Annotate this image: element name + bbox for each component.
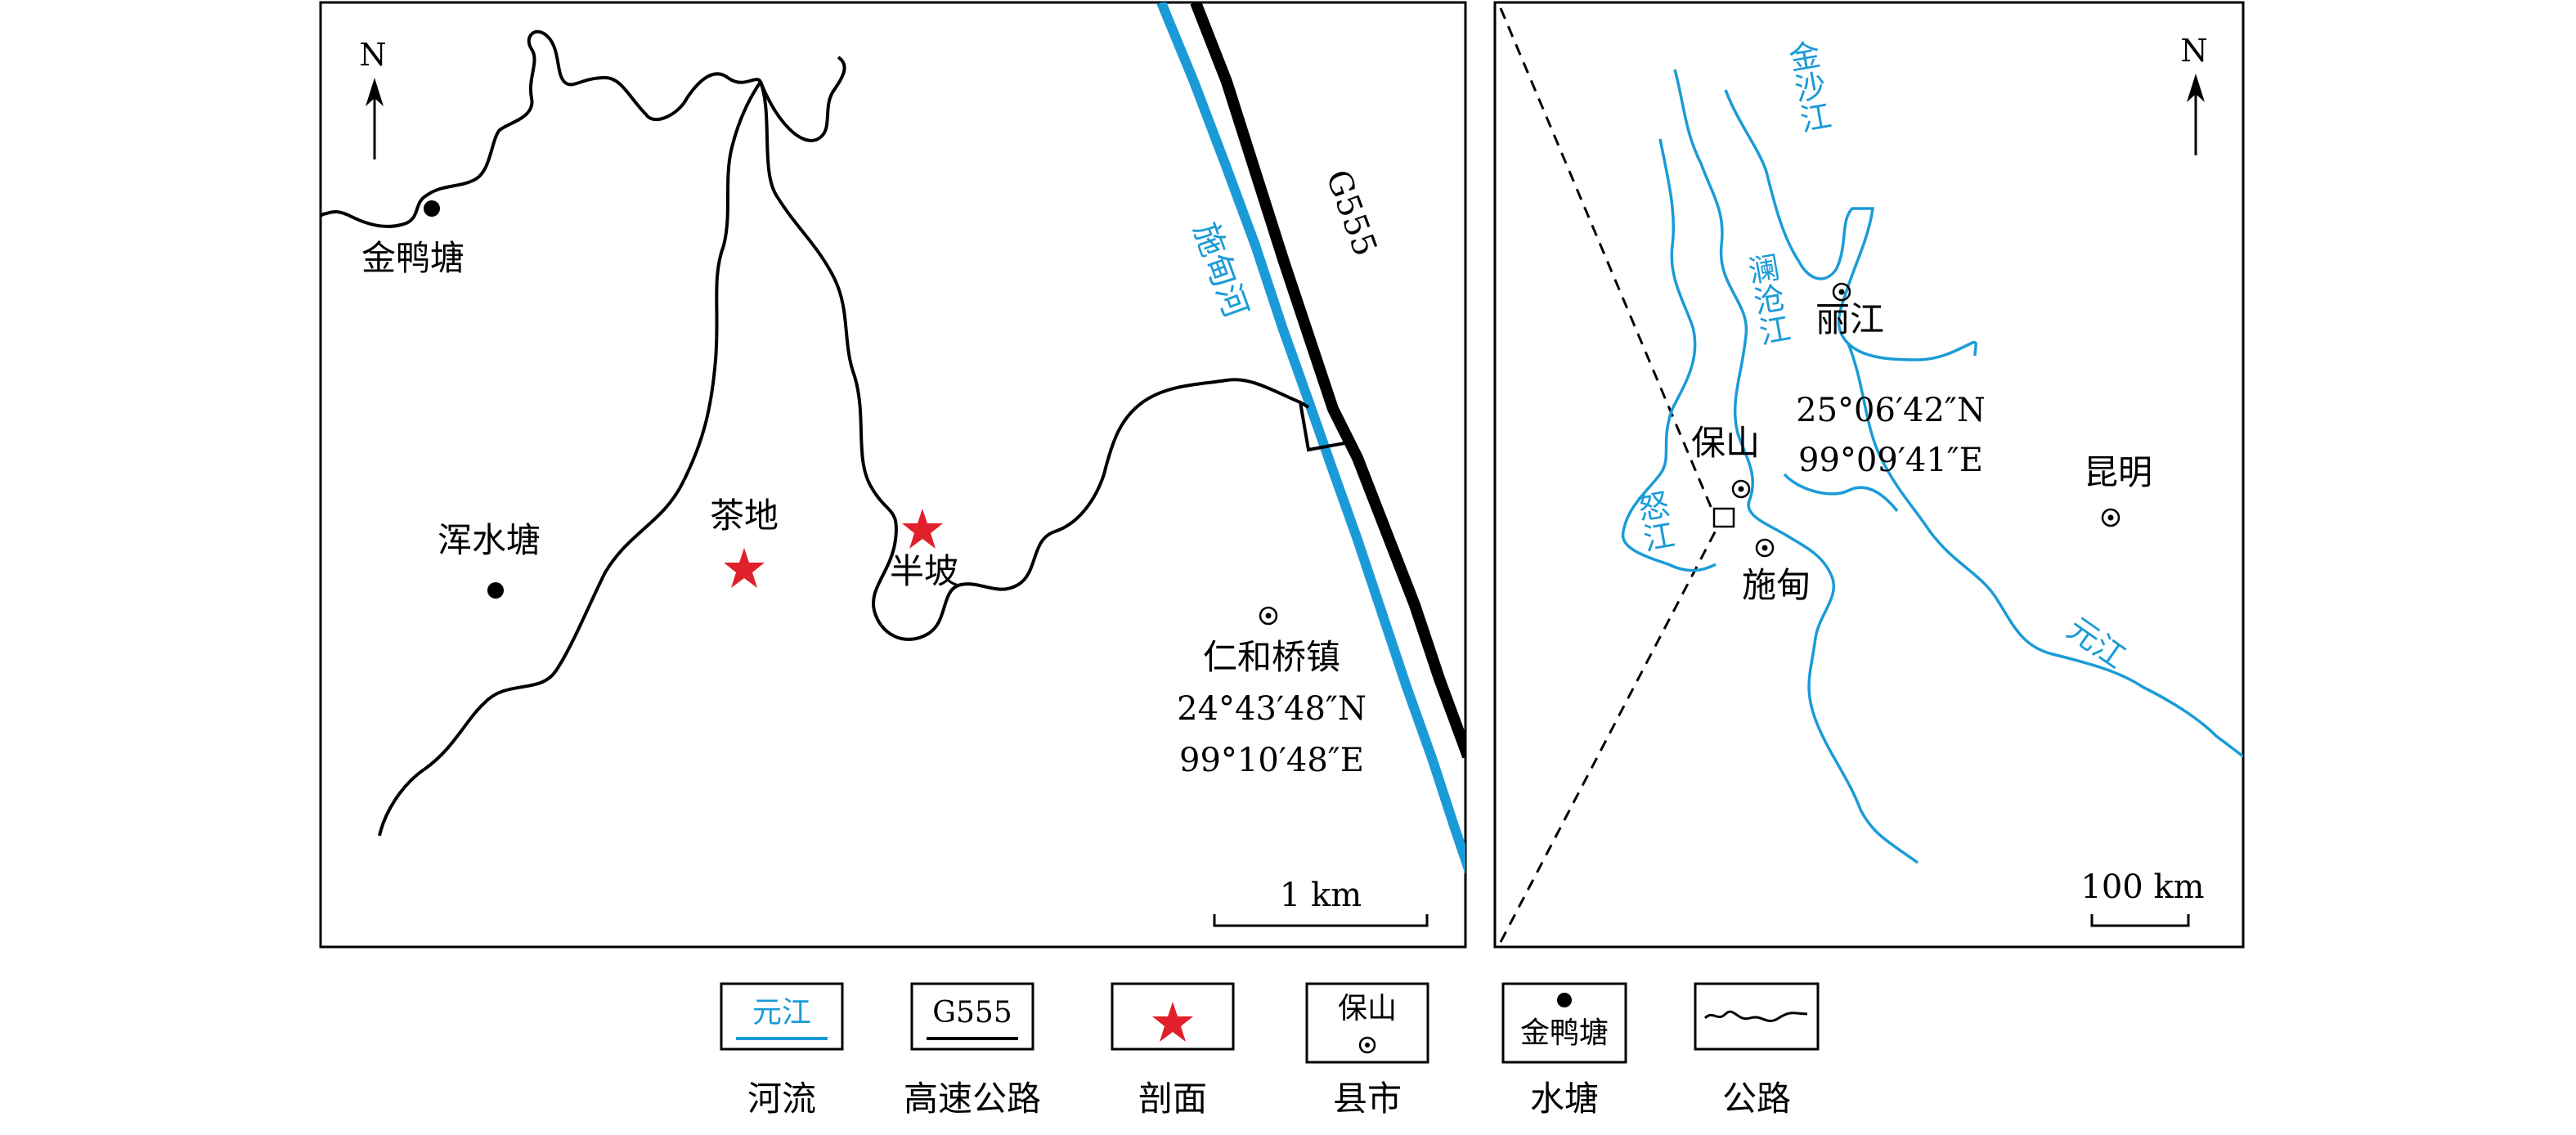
legend-section-caption: 剖面 <box>1138 1079 1207 1119</box>
north-arrow-left: N <box>359 37 387 159</box>
coord-lon-left: 99°10′48″E <box>1179 742 1364 779</box>
legend-county: 保山 县市 <box>1305 982 1429 1119</box>
river-label-jinsha: 金沙江 <box>1781 38 1833 136</box>
detail-map: N 金鸭塘 浑水塘 茶地 半坡 仁和桥镇 24°43′48″N 99°10′48… <box>319 1 1467 949</box>
legend-road: 公路 <box>1694 982 1820 1119</box>
section-star-banpo <box>902 509 943 549</box>
coord-lon-right: 99°09′41″E <box>1798 442 1983 479</box>
scale-bar-right: 100 km <box>2080 868 2205 927</box>
place-jinyatang: 金鸭塘 <box>361 238 464 278</box>
legend-river-caption: 河流 <box>747 1079 816 1119</box>
legend-river-sample: 元江 <box>752 996 811 1030</box>
inset-line-top <box>1499 7 1713 509</box>
place-renheqiao: 仁和桥镇 <box>1203 637 1340 677</box>
river-jinsha <box>1724 89 1977 361</box>
legend-road-caption: 公路 <box>1722 1079 1791 1119</box>
city-kunming-marker <box>2101 508 2120 527</box>
city-shidian: 施甸 <box>1742 565 1811 605</box>
river-lancang <box>1673 69 1919 864</box>
river-nu <box>1621 138 1717 572</box>
river-label-nu: 怒江 <box>1630 487 1676 554</box>
study-area-box <box>1712 507 1735 528</box>
legend-section: 剖面 <box>1111 982 1235 1119</box>
legend-pond-caption: 水塘 <box>1530 1079 1599 1119</box>
section-star-chadi <box>724 548 765 588</box>
overview-map: N 金沙江 澜沧江 怒江 元江 丽江 25°06′42″N 99°09′41″E… <box>1493 1 2245 949</box>
city-baoshan: 保山 <box>1691 423 1760 463</box>
north-arrow-right: N <box>2180 33 2208 155</box>
highway-g555 <box>1190 2 1465 759</box>
coord-lat-right: 25°06′42″N <box>1796 392 1986 429</box>
city-kunming: 昆明 <box>2084 452 2152 492</box>
road-branch <box>759 81 1310 641</box>
north-label-left: N <box>359 37 386 73</box>
legend-star-icon <box>1152 1002 1193 1042</box>
city-lijiang: 丽江 <box>1815 299 1884 339</box>
city-shidian-marker <box>1755 538 1775 558</box>
legend-county-caption: 县市 <box>1333 1079 1402 1119</box>
river-label-shidian: 施甸河 <box>1186 218 1254 322</box>
road-main <box>319 29 763 837</box>
city-baoshan-marker <box>1731 479 1751 499</box>
river-yuan <box>1847 343 2243 758</box>
river-label-lancang: 澜沧江 <box>1740 250 1792 348</box>
town-renheqiao-marker <box>1259 606 1278 626</box>
river-tributary <box>1783 473 1899 513</box>
north-label-right: N <box>2180 33 2207 69</box>
river-shidian <box>1156 2 1465 876</box>
coord-lat-left: 24°43′48″N <box>1177 690 1367 728</box>
highway-label-g555: G555 <box>1318 165 1384 262</box>
place-chadi: 茶地 <box>710 496 779 536</box>
legend-highway: G555 高速公路 <box>904 982 1041 1119</box>
legend-county-sample: 保山 <box>1338 992 1397 1025</box>
place-hunshuitang: 浑水塘 <box>438 520 541 560</box>
legend: 元江 河流 G555 高速公路 剖面 保山 县市 金鸭塘 <box>720 982 1820 1119</box>
place-banpo: 半坡 <box>890 551 958 591</box>
pond-jinyatang-marker <box>424 200 440 217</box>
legend-highway-caption: 高速公路 <box>904 1079 1041 1119</box>
overview-map-frame <box>1493 1 2245 949</box>
pond-hunshuitang-marker <box>487 582 504 599</box>
legend-road-icon <box>1703 1010 1808 1023</box>
road-branch-2 <box>759 56 846 142</box>
legend-highway-sample: G555 <box>932 996 1012 1030</box>
scale-label-left: 1 km <box>1280 877 1362 914</box>
scale-label-right: 100 km <box>2080 868 2204 906</box>
scale-bar-left: 1 km <box>1213 877 1429 927</box>
inset-line-bottom <box>1499 527 1719 943</box>
legend-pond: 金鸭塘 水塘 <box>1501 982 1627 1119</box>
legend-pond-sample: 金鸭塘 <box>1520 1016 1609 1050</box>
city-lijiang-marker <box>1832 282 1851 302</box>
legend-river: 元江 河流 <box>720 982 844 1119</box>
detail-map-frame <box>319 1 1467 949</box>
road-connector <box>1299 402 1354 452</box>
